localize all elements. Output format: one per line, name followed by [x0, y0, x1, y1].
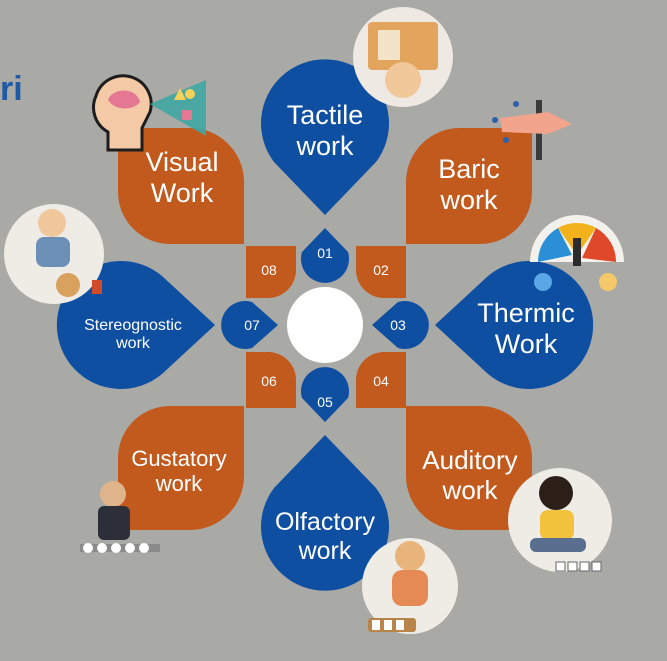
- label-auditory: Auditory work: [422, 445, 518, 505]
- tile-02: [356, 246, 406, 298]
- petal-tactile: [260, 59, 389, 216]
- number-04: 04: [373, 373, 389, 389]
- drop-01: [300, 228, 349, 283]
- head-with-shapes-illustration: [92, 74, 206, 152]
- tile-06: [246, 352, 296, 408]
- petal-auditory: [406, 406, 532, 530]
- label-baric: Baric work: [438, 154, 500, 216]
- petal-gustatory: [118, 406, 244, 530]
- drop-03: [372, 301, 429, 350]
- girl-smelling-jars-illustration: [362, 538, 458, 634]
- number-06: 06: [261, 373, 277, 389]
- petal-thermic: [435, 261, 594, 389]
- label-olfactory: Olfactory work: [274, 508, 376, 565]
- label-stereognostic: Stereognostic work: [84, 317, 182, 353]
- child-with-book-illustration: [353, 7, 453, 107]
- label-thermic: Thermic Work: [477, 298, 575, 360]
- tile-08: [246, 246, 296, 298]
- label-tactile: Tactile work: [286, 100, 364, 162]
- petal-olfactory: [261, 435, 389, 591]
- label-visual: Visual Work: [145, 147, 219, 209]
- drop-07: [221, 300, 278, 349]
- number-08: 08: [261, 262, 277, 278]
- label-gustatory: Gustatory work: [131, 446, 227, 497]
- tile-04: [356, 352, 406, 408]
- petal-baric: [406, 128, 532, 244]
- drop-05: [301, 367, 349, 422]
- number-01: 01: [317, 245, 333, 261]
- number-02: 02: [373, 262, 389, 278]
- center-circle: [287, 287, 363, 363]
- thermometer-gauge-illustration: [530, 215, 624, 291]
- boy-tasting-illustration: [80, 481, 160, 553]
- child-with-bells-illustration: [508, 468, 612, 572]
- child-with-blocks-illustration: [4, 204, 104, 304]
- number-05: 05: [317, 394, 333, 410]
- petal-visual: [118, 128, 244, 244]
- hand-touching-surface-illustration: [492, 100, 572, 160]
- number-07: 07: [244, 317, 260, 333]
- title-fragment: ri: [0, 70, 23, 108]
- number-03: 03: [390, 317, 406, 333]
